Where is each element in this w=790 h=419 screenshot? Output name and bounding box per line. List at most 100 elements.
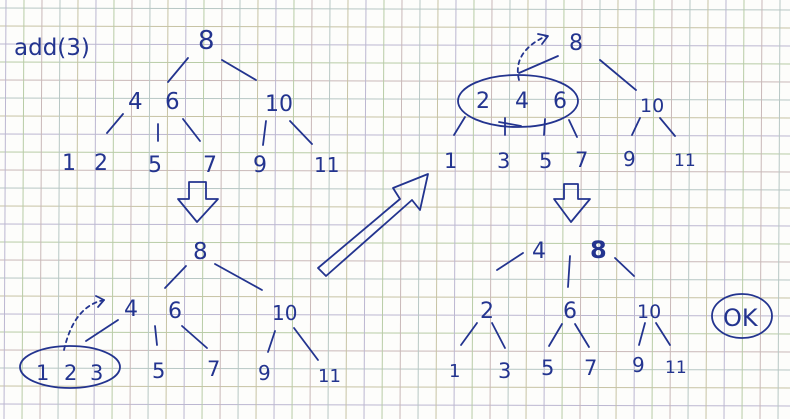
edge xyxy=(164,265,187,289)
grid-line xyxy=(345,0,349,419)
node-4: 4 xyxy=(515,89,529,114)
edge xyxy=(460,322,478,346)
grid-line xyxy=(759,0,763,419)
grid-line xyxy=(147,0,151,419)
edge xyxy=(221,59,257,81)
edge xyxy=(659,117,676,137)
grid-line xyxy=(0,349,790,353)
grid-line xyxy=(471,0,475,419)
grid-line xyxy=(615,0,619,419)
grid-line xyxy=(723,0,727,419)
leaf-7: 7 xyxy=(203,153,217,178)
grid-line xyxy=(0,259,790,263)
title-label: add(3) xyxy=(14,35,90,61)
grid-line xyxy=(381,0,385,419)
grid-line xyxy=(273,0,277,419)
promote-arrow xyxy=(63,299,105,351)
grid-line xyxy=(0,205,790,209)
leaf-11: 11 xyxy=(674,151,696,171)
grid-line xyxy=(0,367,790,371)
node-10: 10 xyxy=(640,95,664,117)
tree-bottom-left: 8 4 6 10 1 2 3 5 7 9 11 xyxy=(19,239,341,389)
grid-line xyxy=(597,0,601,419)
grid-line xyxy=(111,0,115,419)
leaf-5: 5 xyxy=(148,153,162,178)
grid-line xyxy=(543,0,547,419)
edge xyxy=(453,116,466,136)
edge xyxy=(567,255,571,288)
leaf-1: 1 xyxy=(36,361,49,385)
node-6: 6 xyxy=(563,299,577,324)
grid-line xyxy=(687,0,691,419)
leaf-5: 5 xyxy=(539,149,552,173)
arrow-head-icon xyxy=(95,295,105,308)
grid-line xyxy=(93,0,97,419)
leaf-1: 1 xyxy=(62,151,76,176)
leaf-1: 1 xyxy=(444,149,457,173)
node-6: 6 xyxy=(168,299,182,324)
edge xyxy=(548,323,563,347)
leaf-7: 7 xyxy=(207,357,220,381)
edge xyxy=(574,323,590,348)
grid-line xyxy=(327,0,331,419)
grid-line xyxy=(291,0,295,419)
leaf-2: 2 xyxy=(64,361,77,385)
leaf-7: 7 xyxy=(575,148,588,172)
grid-line xyxy=(561,0,565,419)
tree-bottom-right: 4 8 2 6 10 1 3 5 7 9 11 xyxy=(449,236,687,383)
edge xyxy=(631,117,641,136)
overflow-loop-outline xyxy=(19,345,121,389)
node-6: 6 xyxy=(553,89,567,114)
ok-badge-outline xyxy=(711,293,773,339)
edge xyxy=(262,120,267,146)
edge xyxy=(167,57,189,83)
leaf-2: 2 xyxy=(94,151,108,176)
grid-line xyxy=(435,0,439,419)
grid-line xyxy=(669,0,673,419)
edge xyxy=(182,118,201,142)
node-4: 4 xyxy=(128,89,143,115)
grid-line xyxy=(129,0,133,419)
grid-line xyxy=(0,403,790,407)
grid-line xyxy=(255,0,259,419)
root-key-4: 4 xyxy=(532,239,546,264)
edge xyxy=(181,325,208,349)
leaf-9: 9 xyxy=(623,147,636,171)
grid-line xyxy=(651,0,655,419)
grid-line xyxy=(633,0,637,419)
node-10: 10 xyxy=(265,92,293,117)
leaf-5: 5 xyxy=(152,359,165,383)
node-root: 8 xyxy=(198,26,215,56)
grid-line xyxy=(3,0,7,419)
edge xyxy=(655,322,671,346)
edge xyxy=(293,327,319,361)
edge xyxy=(289,120,313,145)
node-root: 8 xyxy=(193,239,208,265)
edge xyxy=(498,121,522,127)
grid-line xyxy=(201,0,205,419)
node-6: 6 xyxy=(165,89,180,115)
grid-line xyxy=(21,0,25,419)
leaf-7: 7 xyxy=(584,356,597,380)
grid-line xyxy=(75,0,79,419)
edge xyxy=(638,322,646,346)
leaf-3: 3 xyxy=(90,361,103,385)
grid-line xyxy=(0,331,790,335)
grid-line xyxy=(741,0,745,419)
full-node-outline xyxy=(457,74,579,128)
leaf-11: 11 xyxy=(314,153,339,177)
node-10: 10 xyxy=(637,301,661,323)
grid-line xyxy=(453,0,457,419)
node-2: 2 xyxy=(476,89,490,114)
node-10: 10 xyxy=(272,301,297,325)
edge xyxy=(568,119,578,138)
grid-line xyxy=(489,0,493,419)
edge xyxy=(214,263,263,291)
edge xyxy=(267,330,276,353)
grid-line xyxy=(183,0,187,419)
node-4: 4 xyxy=(124,297,138,322)
grid-line xyxy=(0,277,790,281)
leaf-3: 3 xyxy=(497,149,510,173)
edge xyxy=(154,325,158,346)
